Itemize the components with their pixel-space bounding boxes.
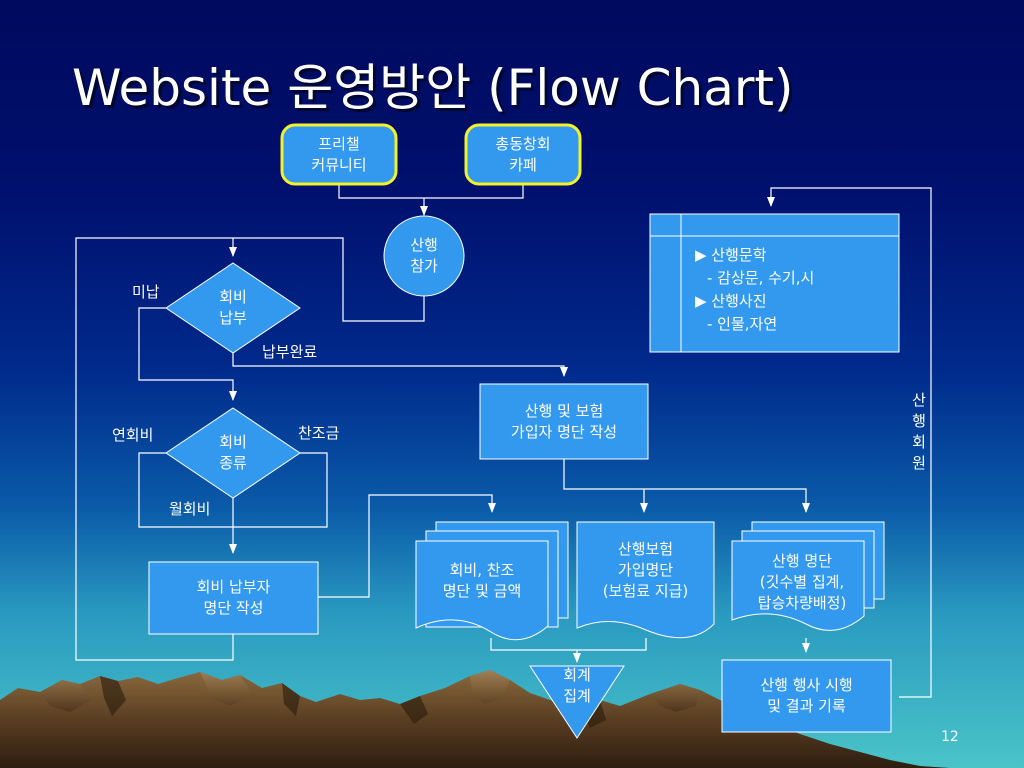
edge-label-monthly-fee: 월회비 [169,500,211,518]
vertical-char: 회 [912,433,926,451]
fee-payer-list-node [148,561,319,635]
node-text-line: 가입명단 [617,560,674,579]
note-line: - 인물,자연 [707,315,778,333]
fee-type-decision-node [165,407,301,499]
accounting-total-node [529,665,625,739]
connectors [75,184,932,698]
vertical-char: 산 [912,391,926,409]
node-text-line: 납부 [219,309,247,327]
slide-title: Website 운영방안 (Flow Chart) [72,59,794,117]
connector-to-fee-doc [318,494,496,598]
node-text-line: 참가 [410,257,438,275]
connector-unpaid [138,307,237,401]
hiking-participation-node [383,215,465,297]
node-text-line: 회비 [219,433,247,451]
note-line: - 감상문, 수기,시 [707,269,815,287]
node-text-line: 프리챌 [318,134,360,153]
hiking-archive-note-node [649,213,900,353]
node-text-line: (깃수별 집계, [759,572,845,591]
note-line: ▶ 산행문학 [695,246,767,264]
node-text-line: 명단 작성 [203,599,264,617]
hiking-event-record-node [721,659,892,733]
alumni-cafe-node [464,123,582,186]
edge-label-unpaid: 미납 [132,283,160,301]
node-text-line: 회계 [563,666,591,684]
node-text-line: 탑승차량배정) [757,593,847,612]
hiking-archive-note-text: ▶ 산행문학 - 감상문, 수기,시 ▶ 산행사진 - 인물,자연 [695,244,814,336]
node-text-line: 명단 및 금액 [442,582,522,600]
vertical-char: 원 [912,454,926,472]
edge-label-hiking-member: 산 행 회 원 [908,390,930,474]
connector-hiking-to-fee [229,237,425,322]
insurance-signup-list-node [479,383,649,460]
fee-donation-doc-node [415,521,569,641]
page-number: 12 [941,729,959,745]
freechal-community-node [280,123,398,186]
connector-to-roster [563,459,810,513]
node-text-line: 집계 [563,687,591,705]
node-text-line: 가입자 명단 작성 [510,422,618,441]
roster-doc-label: 산행 명단 (깃수별 집계, 탑승차량배정) [732,542,872,622]
edge-label-payment-complete: 납부완료 [262,343,318,361]
vertical-char: 행 [912,412,926,430]
node-text-line: 산행보험 [617,539,674,558]
insurance-doc-node [576,521,715,639]
node-text-line: 회비 납부자 [196,578,271,596]
connector-top-merge [338,184,524,199]
connector-outer-loop [75,237,234,661]
connector-paid [232,353,568,377]
mountain-range-decoration [0,670,950,768]
node-text-line: 회비 [219,288,247,306]
connector-docs-merge [490,638,647,651]
edge-label-annual-fee: 연회비 [112,426,154,444]
node-text-line: 커뮤니티 [311,155,367,174]
node-text-line: 산행 명단 [772,551,832,570]
node-text-line: 및 결과 기록 [767,697,846,715]
edge-label-donation: 찬조금 [298,424,340,442]
node-text-line: 산행 행사 시행 [760,676,853,694]
node-text-line: 종류 [219,454,247,472]
node-text-line: 산행 [410,236,438,254]
note-line: ▶ 산행사진 [695,292,767,310]
node-text-line: 산행 및 보험 [524,401,604,420]
connector-member-loop [767,187,932,698]
fee-payment-decision-node [165,262,301,354]
node-text-line: (보험료 지급) [602,581,689,600]
node-text-line: 카페 [509,155,537,174]
node-text-line: 회비, 찬조 [449,561,515,579]
roster-doc-node [731,521,885,631]
node-text-line: 총동창회 [495,134,551,153]
